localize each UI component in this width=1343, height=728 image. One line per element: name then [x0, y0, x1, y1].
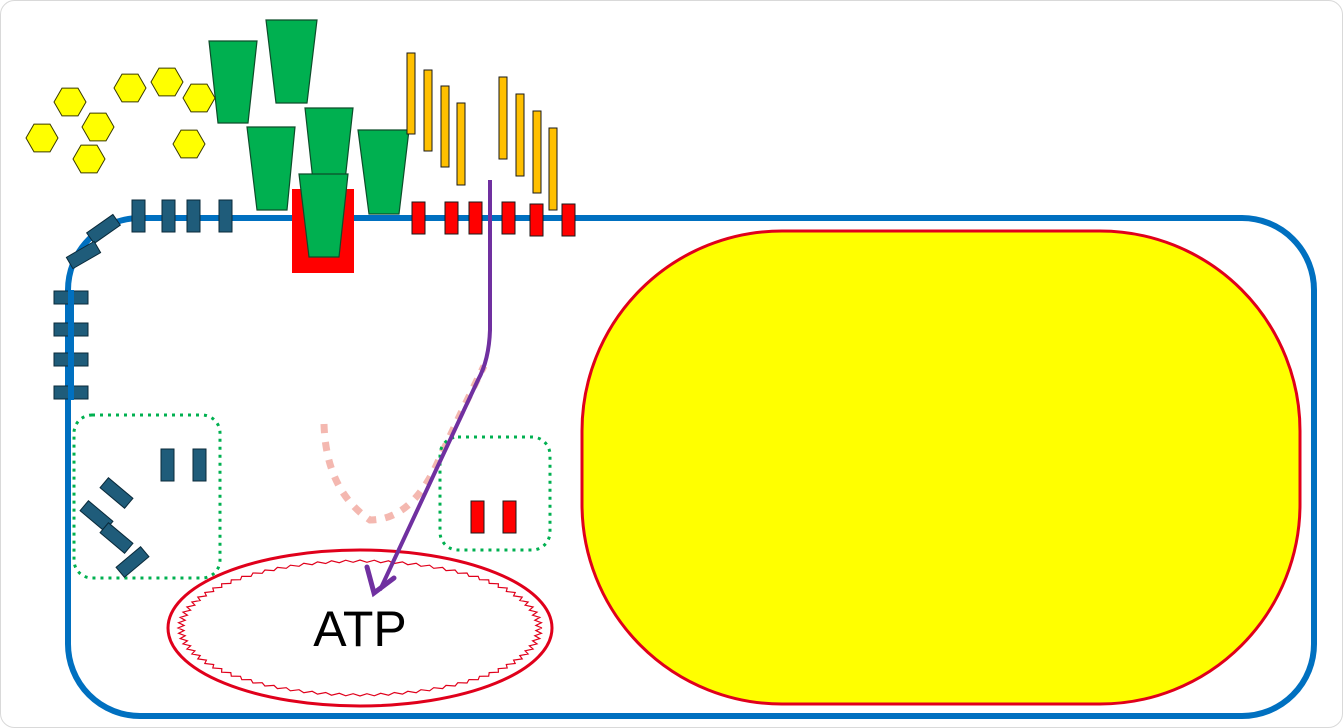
blue-receptor: [161, 199, 176, 233]
blue-receptor: [65, 240, 102, 270]
red-receptor: [502, 500, 517, 534]
red-receptors-vesicle: [470, 500, 517, 534]
blue-receptor: [115, 546, 150, 578]
vesicle-left: [72, 413, 222, 580]
signal-arrow-line: [378, 180, 492, 591]
blue-receptor: [218, 199, 233, 233]
green-ligands: [208, 19, 410, 258]
mitochondrion: ATP: [166, 548, 554, 708]
signal-arrowhead: [364, 564, 397, 598]
cell-membrane: [65, 215, 1317, 719]
orange-bar: [440, 85, 450, 168]
blue-receptor: [186, 199, 201, 233]
red-receptor: [501, 201, 516, 235]
yellow-hexagon: [182, 83, 216, 113]
blue-receptor: [192, 448, 207, 482]
orange-bar: [406, 52, 416, 135]
yellow-hexagon: [172, 129, 206, 159]
red-receptor: [468, 201, 483, 235]
yellow-hexagon: [113, 73, 147, 103]
mitochondrion-outer-membrane: [166, 548, 554, 708]
mitochondrion-cristae: [176, 559, 543, 697]
green-ligand: [208, 40, 258, 124]
orange-bar: [548, 127, 558, 211]
blue-receptors-membrane: [53, 199, 233, 400]
blue-receptors-vesicle: [79, 448, 207, 578]
yellow-hexagon: [53, 87, 87, 117]
signal-arrow: [364, 180, 492, 598]
orange-bar: [498, 76, 508, 160]
yellow-hexagon: [72, 144, 106, 174]
green-ligand: [357, 129, 410, 215]
orange-bar: [515, 93, 525, 177]
orange-bar: [456, 102, 466, 186]
green-ligand: [265, 19, 318, 104]
blue-receptor: [99, 477, 134, 509]
red-receptor: [561, 203, 576, 237]
yellow-hexagons: [25, 67, 216, 174]
atp-label: ATP: [313, 601, 407, 657]
red-receptor: [529, 203, 544, 237]
blue-receptor: [160, 448, 175, 482]
red-receptors-membrane: [411, 201, 576, 237]
green-ligand: [246, 126, 296, 211]
orange-bars: [406, 52, 558, 211]
blue-receptor: [99, 522, 134, 554]
yellow-hexagon: [81, 112, 115, 142]
blue-receptor: [85, 213, 122, 245]
red-receptor: [411, 201, 426, 235]
yellow-hexagon: [150, 67, 184, 97]
red-receptor: [444, 201, 459, 235]
orange-bar: [423, 69, 433, 152]
red-receptor: [470, 500, 485, 534]
nucleus: [580, 229, 1302, 706]
blue-receptor: [131, 199, 146, 233]
orange-bar: [532, 110, 542, 194]
yellow-hexagon: [25, 123, 59, 153]
green-ligand-bound: [298, 173, 349, 258]
